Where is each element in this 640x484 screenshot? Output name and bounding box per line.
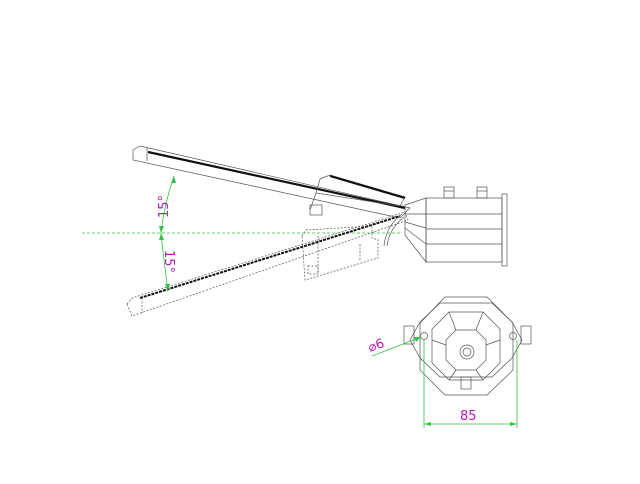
angle-dimension-upper: 15° — [157, 175, 176, 234]
hole-diameter-label: ⌀6 — [366, 336, 386, 356]
light-head-side — [404, 186, 508, 267]
mount-width-dimension: 85 — [423, 340, 518, 428]
lower-arm — [126, 211, 409, 317]
mount-width-label: 85 — [460, 409, 477, 424]
light-head-front — [403, 296, 532, 396]
hole-diameter-dimension: ⌀6 — [366, 336, 422, 357]
angle-dimension-lower: 15° — [159, 232, 176, 292]
angle-upper-label: 15° — [157, 195, 172, 218]
angle-lower-label: 15° — [161, 250, 176, 273]
